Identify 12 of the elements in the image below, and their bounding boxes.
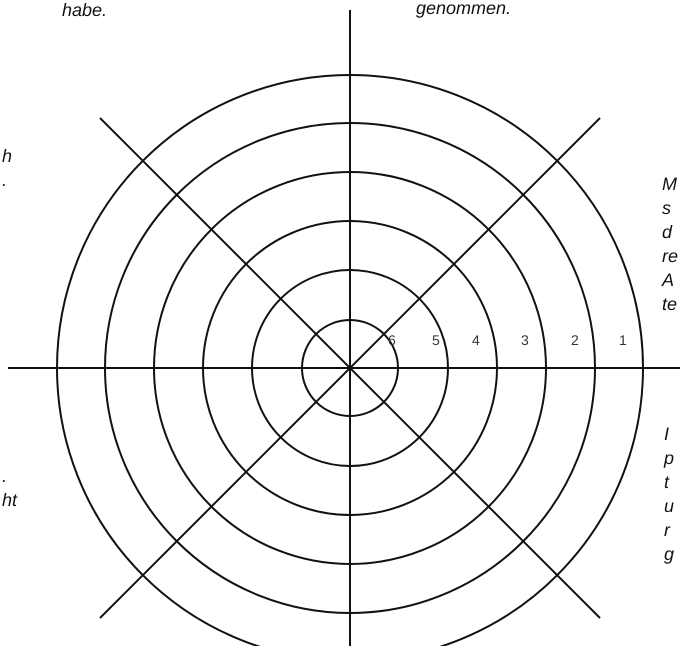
ring-number: 4 bbox=[472, 332, 480, 348]
note-text: habe. bbox=[62, 0, 108, 22]
ring-number: 3 bbox=[521, 332, 529, 348]
note-text: M s d re A te bbox=[662, 173, 678, 316]
ring-number: 2 bbox=[571, 332, 579, 348]
note-text: h . bbox=[2, 145, 12, 192]
ring-number: 5 bbox=[432, 332, 440, 348]
ring-number: 1 bbox=[619, 332, 627, 348]
note-text: . ht bbox=[2, 465, 17, 512]
ring-number: 6 bbox=[388, 332, 396, 348]
note-text: genommen. bbox=[416, 0, 512, 20]
note-text: I p t u r g bbox=[664, 423, 674, 566]
